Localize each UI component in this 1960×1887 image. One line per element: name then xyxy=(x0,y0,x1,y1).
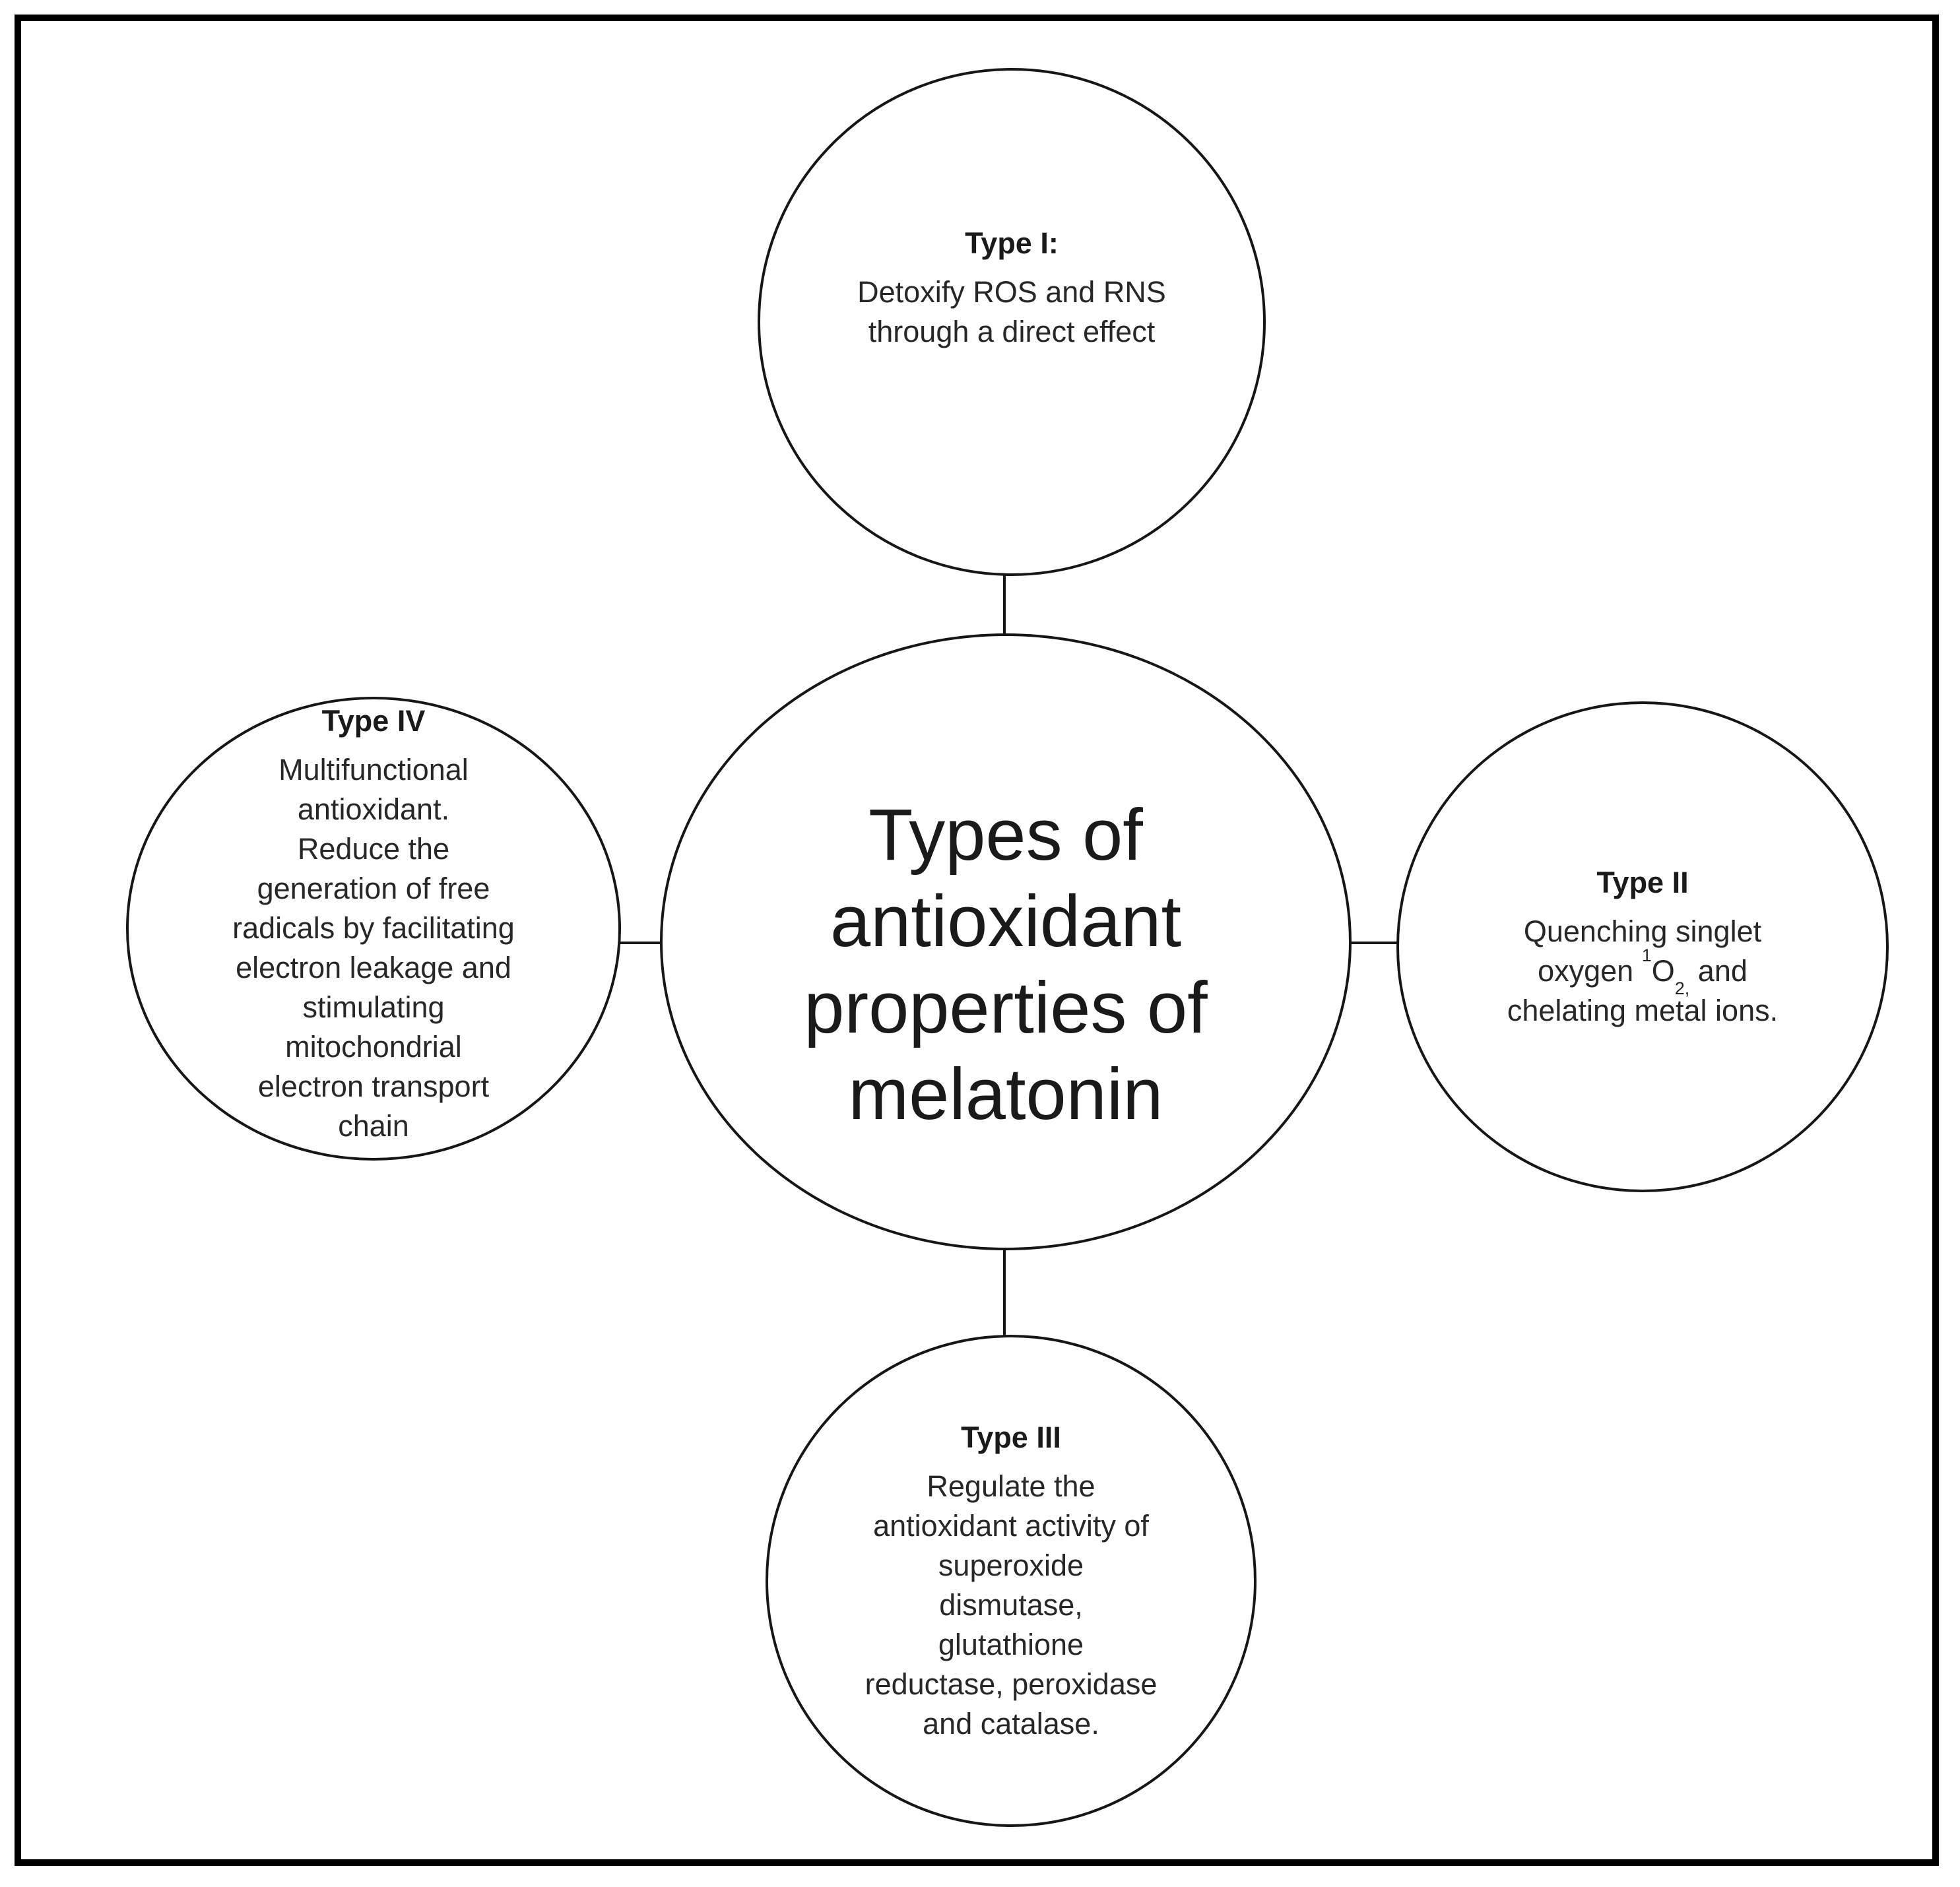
connector-top xyxy=(1003,573,1006,639)
type4-text: Type IV Multifunctional antioxidant. Red… xyxy=(232,701,515,1146)
outer-border-frame xyxy=(15,15,1939,1866)
type4-line: electron leakage and xyxy=(236,950,511,984)
center-title-line: antioxidant xyxy=(830,880,1182,962)
type2-line2-post: and xyxy=(1689,954,1748,988)
center-ellipse: Types of antioxidant properties of melat… xyxy=(660,633,1352,1250)
type1-text: Type I: Detoxify ROS and RNS through a d… xyxy=(857,224,1166,352)
type3-circle: Type III Regulate the antioxidant activi… xyxy=(766,1335,1257,1827)
type1-line: Detoxify ROS and RNS xyxy=(857,275,1166,309)
connector-right xyxy=(1348,942,1400,944)
type2-line2-pre: oxygen xyxy=(1538,954,1642,988)
type3-line: antioxidant activity of xyxy=(873,1509,1149,1543)
type4-circle: Type IV Multifunctional antioxidant. Red… xyxy=(126,697,621,1161)
type2-heading: Type II xyxy=(1596,866,1689,899)
type3-line: reductase, peroxidase xyxy=(865,1667,1158,1701)
type4-line: mitochondrial xyxy=(285,1029,462,1064)
type4-line: chain xyxy=(338,1108,409,1143)
type1-circle: Type I: Detoxify ROS and RNS through a d… xyxy=(758,68,1266,576)
connector-bottom xyxy=(1003,1247,1006,1339)
type4-line: electron transport xyxy=(257,1069,490,1103)
type3-line: Regulate the xyxy=(927,1469,1095,1503)
singlet-superscript: 1 xyxy=(1641,945,1652,965)
type2-circle: Type II Quenching singlet oxygen 1O2, an… xyxy=(1396,701,1889,1192)
type3-heading: Type III xyxy=(961,1421,1061,1454)
type4-line: Reduce the xyxy=(297,831,450,866)
type1-line: through a direct effect xyxy=(868,315,1156,348)
type2-line2-oxygen-symbol: O xyxy=(1651,954,1675,988)
type4-line: antioxidant. xyxy=(297,792,450,826)
type4-line: stimulating xyxy=(302,990,445,1024)
type3-line: glutathione xyxy=(938,1628,1084,1661)
type4-line: radicals by facilitating xyxy=(232,911,515,945)
type2-text: Type II Quenching singlet oxygen 1O2, an… xyxy=(1507,863,1778,1031)
center-title: Types of antioxidant properties of melat… xyxy=(804,792,1207,1137)
center-title-line: melatonin xyxy=(848,1053,1163,1135)
type3-line: superoxide xyxy=(938,1549,1084,1582)
type4-heading: Type IV xyxy=(321,703,426,738)
type1-heading: Type I: xyxy=(965,226,1059,260)
center-title-line: Types of xyxy=(868,794,1143,876)
center-title-line: properties of xyxy=(804,967,1208,1048)
type4-line: Multifunctional xyxy=(278,752,469,786)
type3-line: and catalase. xyxy=(923,1707,1099,1741)
connector-left xyxy=(618,942,665,944)
type4-line: generation of free xyxy=(257,871,490,905)
oxygen-subscript: 2, xyxy=(1674,978,1690,998)
type3-line: dismutase, xyxy=(939,1588,1083,1622)
type2-line: Quenching singlet xyxy=(1523,914,1762,948)
type3-text: Type III Regulate the antioxidant activi… xyxy=(865,1418,1158,1744)
type2-line-singlet-oxygen: oxygen 1O2, and xyxy=(1538,947,1748,998)
type2-line: chelating metal ions. xyxy=(1507,994,1779,1027)
